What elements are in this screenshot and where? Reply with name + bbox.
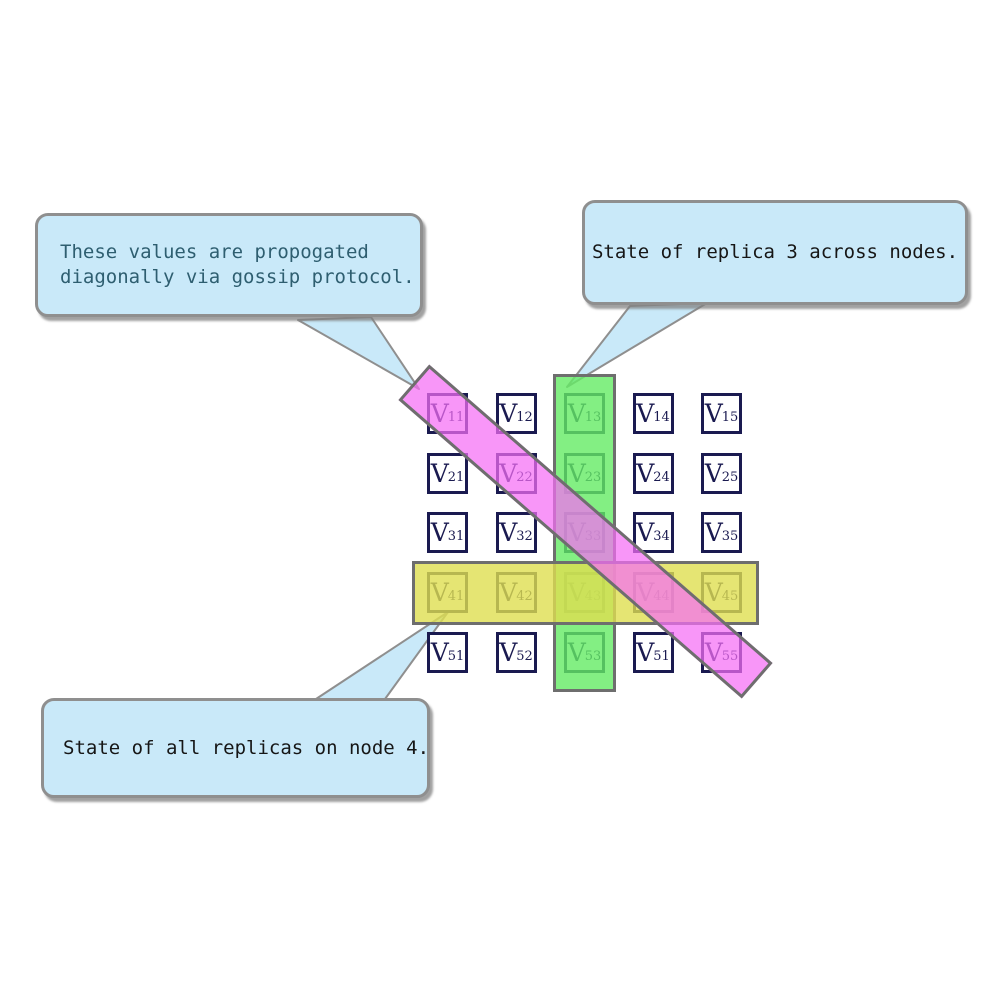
cell-subscript: 25	[721, 469, 739, 485]
cell-subscript: 32	[516, 529, 533, 545]
callout-gossip-protocol: These values are propogated diagonally v…	[35, 213, 423, 317]
callout-gossip-line1: These values are propogated	[60, 241, 369, 263]
cell-symbol: V	[704, 399, 723, 428]
cell-subscript: 52	[516, 648, 533, 664]
cell-subscript: 14	[653, 410, 670, 425]
cell-subscript: 35	[721, 529, 739, 545]
cell-symbol: V	[499, 637, 518, 667]
cell-subscript: 51	[447, 648, 465, 664]
cell-subscript: 51	[653, 648, 670, 664]
callout-node-line1: State of all replicas on node 4.	[63, 736, 430, 759]
cell-subscript: 31	[447, 529, 465, 545]
leader-gossip-to-diagonal	[297, 316, 420, 390]
callout-gossip-line2: diagonally via gossip protocol.	[60, 266, 415, 288]
cell-symbol: V	[704, 518, 723, 548]
callout-replica-3: State of replica 3 across nodes.	[582, 200, 968, 305]
callout-node-4: State of all replicas on node 4.	[41, 698, 430, 798]
cell-subscript: 12	[516, 410, 533, 425]
cell-symbol: V	[636, 518, 655, 548]
cell-subscript: 21	[447, 469, 465, 485]
cell-symbol: V	[430, 458, 449, 488]
cell-symbol: V	[636, 399, 655, 428]
cell-symbol: V	[499, 399, 518, 428]
cell-symbol: V	[704, 458, 723, 488]
cell-symbol: V	[430, 518, 449, 548]
cell-symbol: V	[636, 637, 655, 667]
cell-symbol: V	[636, 458, 655, 488]
callout-replica-line1: State of replica 3 across nodes.	[591, 241, 959, 263]
cell-subscript: 24	[653, 469, 670, 485]
cell-subscript: 15	[721, 410, 739, 425]
cell-subscript: 34	[653, 529, 670, 545]
cell-symbol: V	[430, 637, 449, 667]
cell-symbol: V	[499, 518, 518, 548]
